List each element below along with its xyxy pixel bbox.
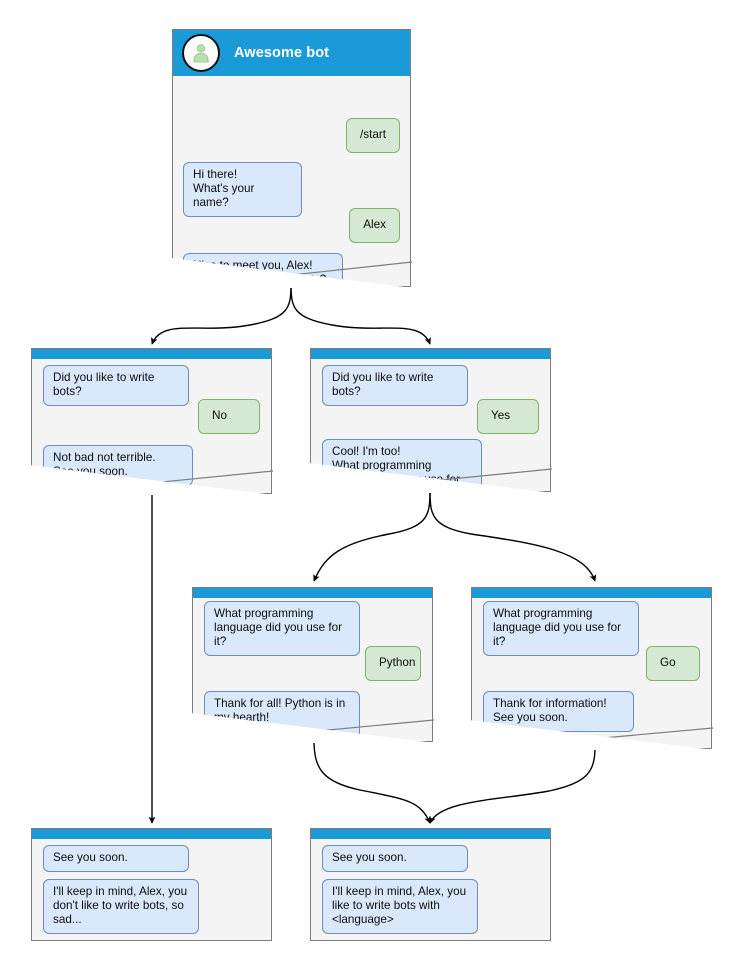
bot-name-label: Awesome bot [234,45,330,61]
message-row: Alex [183,208,400,243]
message-row: Did you like to write bots? [322,365,539,406]
message-row: Hi there! What's your name? [183,162,400,217]
node-end-sad-chat: See you soon. I'll keep in mind, Alex, y… [32,839,271,940]
message-row: Did you like to write bots? [43,365,260,406]
message-row: Nice to meet you, Alex! Did you like to … [183,253,400,281]
node-yes-branch-header [311,349,550,359]
bot-message-bubble[interactable]: Thank for all! Python is in my hearth! S… [204,691,360,741]
user-message-bubble[interactable]: Go [646,646,700,681]
bot-message-bubble[interactable]: Did you like to write bots? [43,365,189,406]
message-row: I'll keep in mind, Alex, you don't like … [43,879,260,934]
user-message-bubble[interactable]: Alex [349,208,400,243]
bot-message-bubble[interactable]: Cool! I'm too! What programming language… [322,439,482,491]
node-no-branch-header [32,349,271,359]
message-row: Thank for all! Python is in my hearth! S… [204,691,421,741]
bot-message-bubble[interactable]: Did you like to write bots? [322,365,468,406]
edge-root-to-no [151,284,292,345]
node-end-happy-chat: See you soon. I'll keep in mind, Alex, y… [311,839,550,940]
message-row: /start [183,118,400,153]
bot-message-bubble[interactable]: Not bad not terrible. See you soon. [43,445,193,486]
bot-message-bubble[interactable]: See you soon. [322,845,468,872]
bot-message-bubble[interactable]: See you soon. [43,845,189,872]
message-row: I'll keep in mind, Alex, you like to wri… [322,879,539,934]
node-yes-branch[interactable]: Did you like to write bots? Yes Cool! I'… [308,348,553,493]
bot-message-bubble[interactable]: Hi there! What's your name? [183,162,302,217]
edge-python-to-end-happy [313,739,431,824]
node-no-branch[interactable]: Did you like to write bots? No Not bad n… [29,348,274,495]
bot-message-bubble[interactable]: What programming language did you use fo… [204,601,360,656]
node-end-sad-header [32,829,271,839]
node-root-chat: /start Hi there! What's your name? Alex … [173,76,410,281]
user-message-bubble[interactable]: Python [365,646,421,681]
edge-yes-to-python [313,491,431,582]
node-root-header: Awesome bot [173,30,410,76]
message-row: What programming language did you use fo… [483,601,700,656]
bot-message-bubble[interactable]: I'll keep in mind, Alex, you like to wri… [322,879,478,934]
node-root[interactable]: Awesome bot /start Hi there! What's your… [170,29,413,288]
node-python-branch-header [193,588,432,598]
node-end-sad[interactable]: See you soon. I'll keep in mind, Alex, y… [31,828,272,941]
message-row: No [43,399,260,434]
message-row: Thank for information! See you soon. [483,691,700,732]
message-row: Go [483,646,700,681]
user-message-bubble[interactable]: /start [346,118,400,153]
edge-yes-to-go [429,491,597,582]
node-end-happy[interactable]: See you soon. I'll keep in mind, Alex, y… [310,828,551,941]
edge-root-to-yes [290,284,431,345]
message-row: See you soon. [322,845,539,872]
node-python-branch-chat: What programming language did you use fo… [193,598,432,741]
bot-message-bubble[interactable]: What programming language did you use fo… [483,601,639,656]
message-row: Not bad not terrible. See you soon. [43,445,260,486]
user-message-bubble[interactable]: Yes [477,399,539,434]
node-go-branch-header [472,588,711,598]
bot-message-bubble[interactable]: I'll keep in mind, Alex, you don't like … [43,879,199,934]
person-avatar-icon [182,34,220,72]
user-message-bubble[interactable]: No [198,399,260,434]
node-go-branch-chat: What programming language did you use fo… [472,598,711,748]
node-yes-branch-chat: Did you like to write bots? Yes Cool! I'… [311,359,550,491]
edge-go-to-end-happy [429,746,596,824]
message-row: Yes [322,399,539,434]
bot-message-bubble[interactable]: Thank for information! See you soon. [483,691,634,732]
message-row: What programming language did you use fo… [204,601,421,656]
node-go-branch[interactable]: What programming language did you use fo… [469,587,714,750]
bot-message-bubble[interactable]: Nice to meet you, Alex! Did you like to … [183,253,343,281]
message-row: Cool! I'm too! What programming language… [322,439,539,491]
message-row: Python [204,646,421,681]
node-python-branch[interactable]: What programming language did you use fo… [190,587,435,743]
node-no-branch-chat: Did you like to write bots? No Not bad n… [32,359,271,493]
message-row: See you soon. [43,845,260,872]
node-end-happy-header [311,829,550,839]
